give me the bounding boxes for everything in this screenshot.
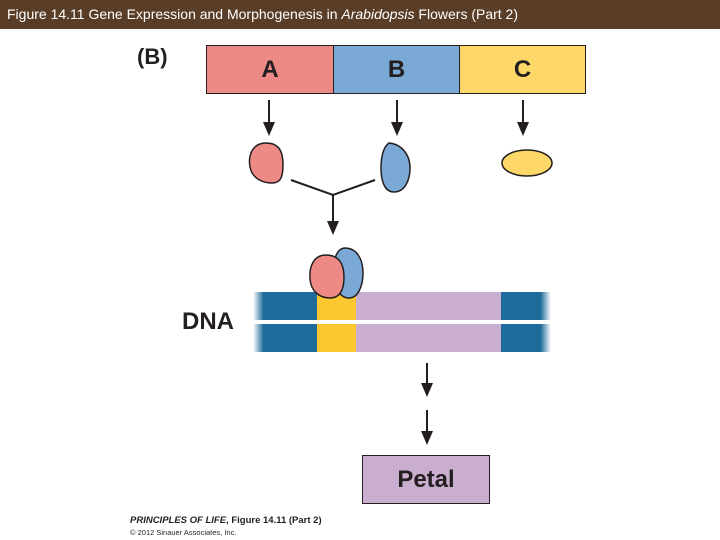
figure-title-species: Arabidopsis <box>341 6 415 22</box>
gene-b-arrow <box>391 100 403 136</box>
figure-title-prefix: Figure 14.11 Gene Expression and Morphog… <box>7 6 342 22</box>
panel-label: (B) <box>137 44 168 69</box>
credit-book: PRINCIPLES OF LIFE <box>130 515 227 526</box>
figure-title: Figure 14.11 Gene Expression and Morphog… <box>0 0 720 29</box>
expression-arrow-2 <box>421 410 433 445</box>
dna-label: DNA <box>182 308 234 335</box>
joining-arrow <box>290 179 376 235</box>
petal-box: Petal <box>362 455 490 504</box>
gene-a-box: A <box>206 45 334 94</box>
protein-a-shape <box>248 142 284 184</box>
protein-c-shape <box>501 149 553 177</box>
gene-c-arrow <box>517 100 529 136</box>
credit-figure: , Figure 14.11 (Part 2) <box>226 515 322 526</box>
gene-a-arrow <box>263 100 275 136</box>
dna-double-strand <box>253 292 551 352</box>
expression-arrow-1 <box>421 363 433 397</box>
copyright-line: © 2012 Sinauer Associates, Inc. <box>130 528 237 537</box>
gene-b-box: B <box>333 45 460 94</box>
figure-title-suffix: Flowers (Part 2) <box>414 6 519 22</box>
gene-c-box: C <box>459 45 586 94</box>
credit-line: PRINCIPLES OF LIFE, Figure 14.11 (Part 2… <box>130 515 322 526</box>
protein-b-shape <box>380 142 411 193</box>
ab-protein-dimer <box>309 247 364 299</box>
